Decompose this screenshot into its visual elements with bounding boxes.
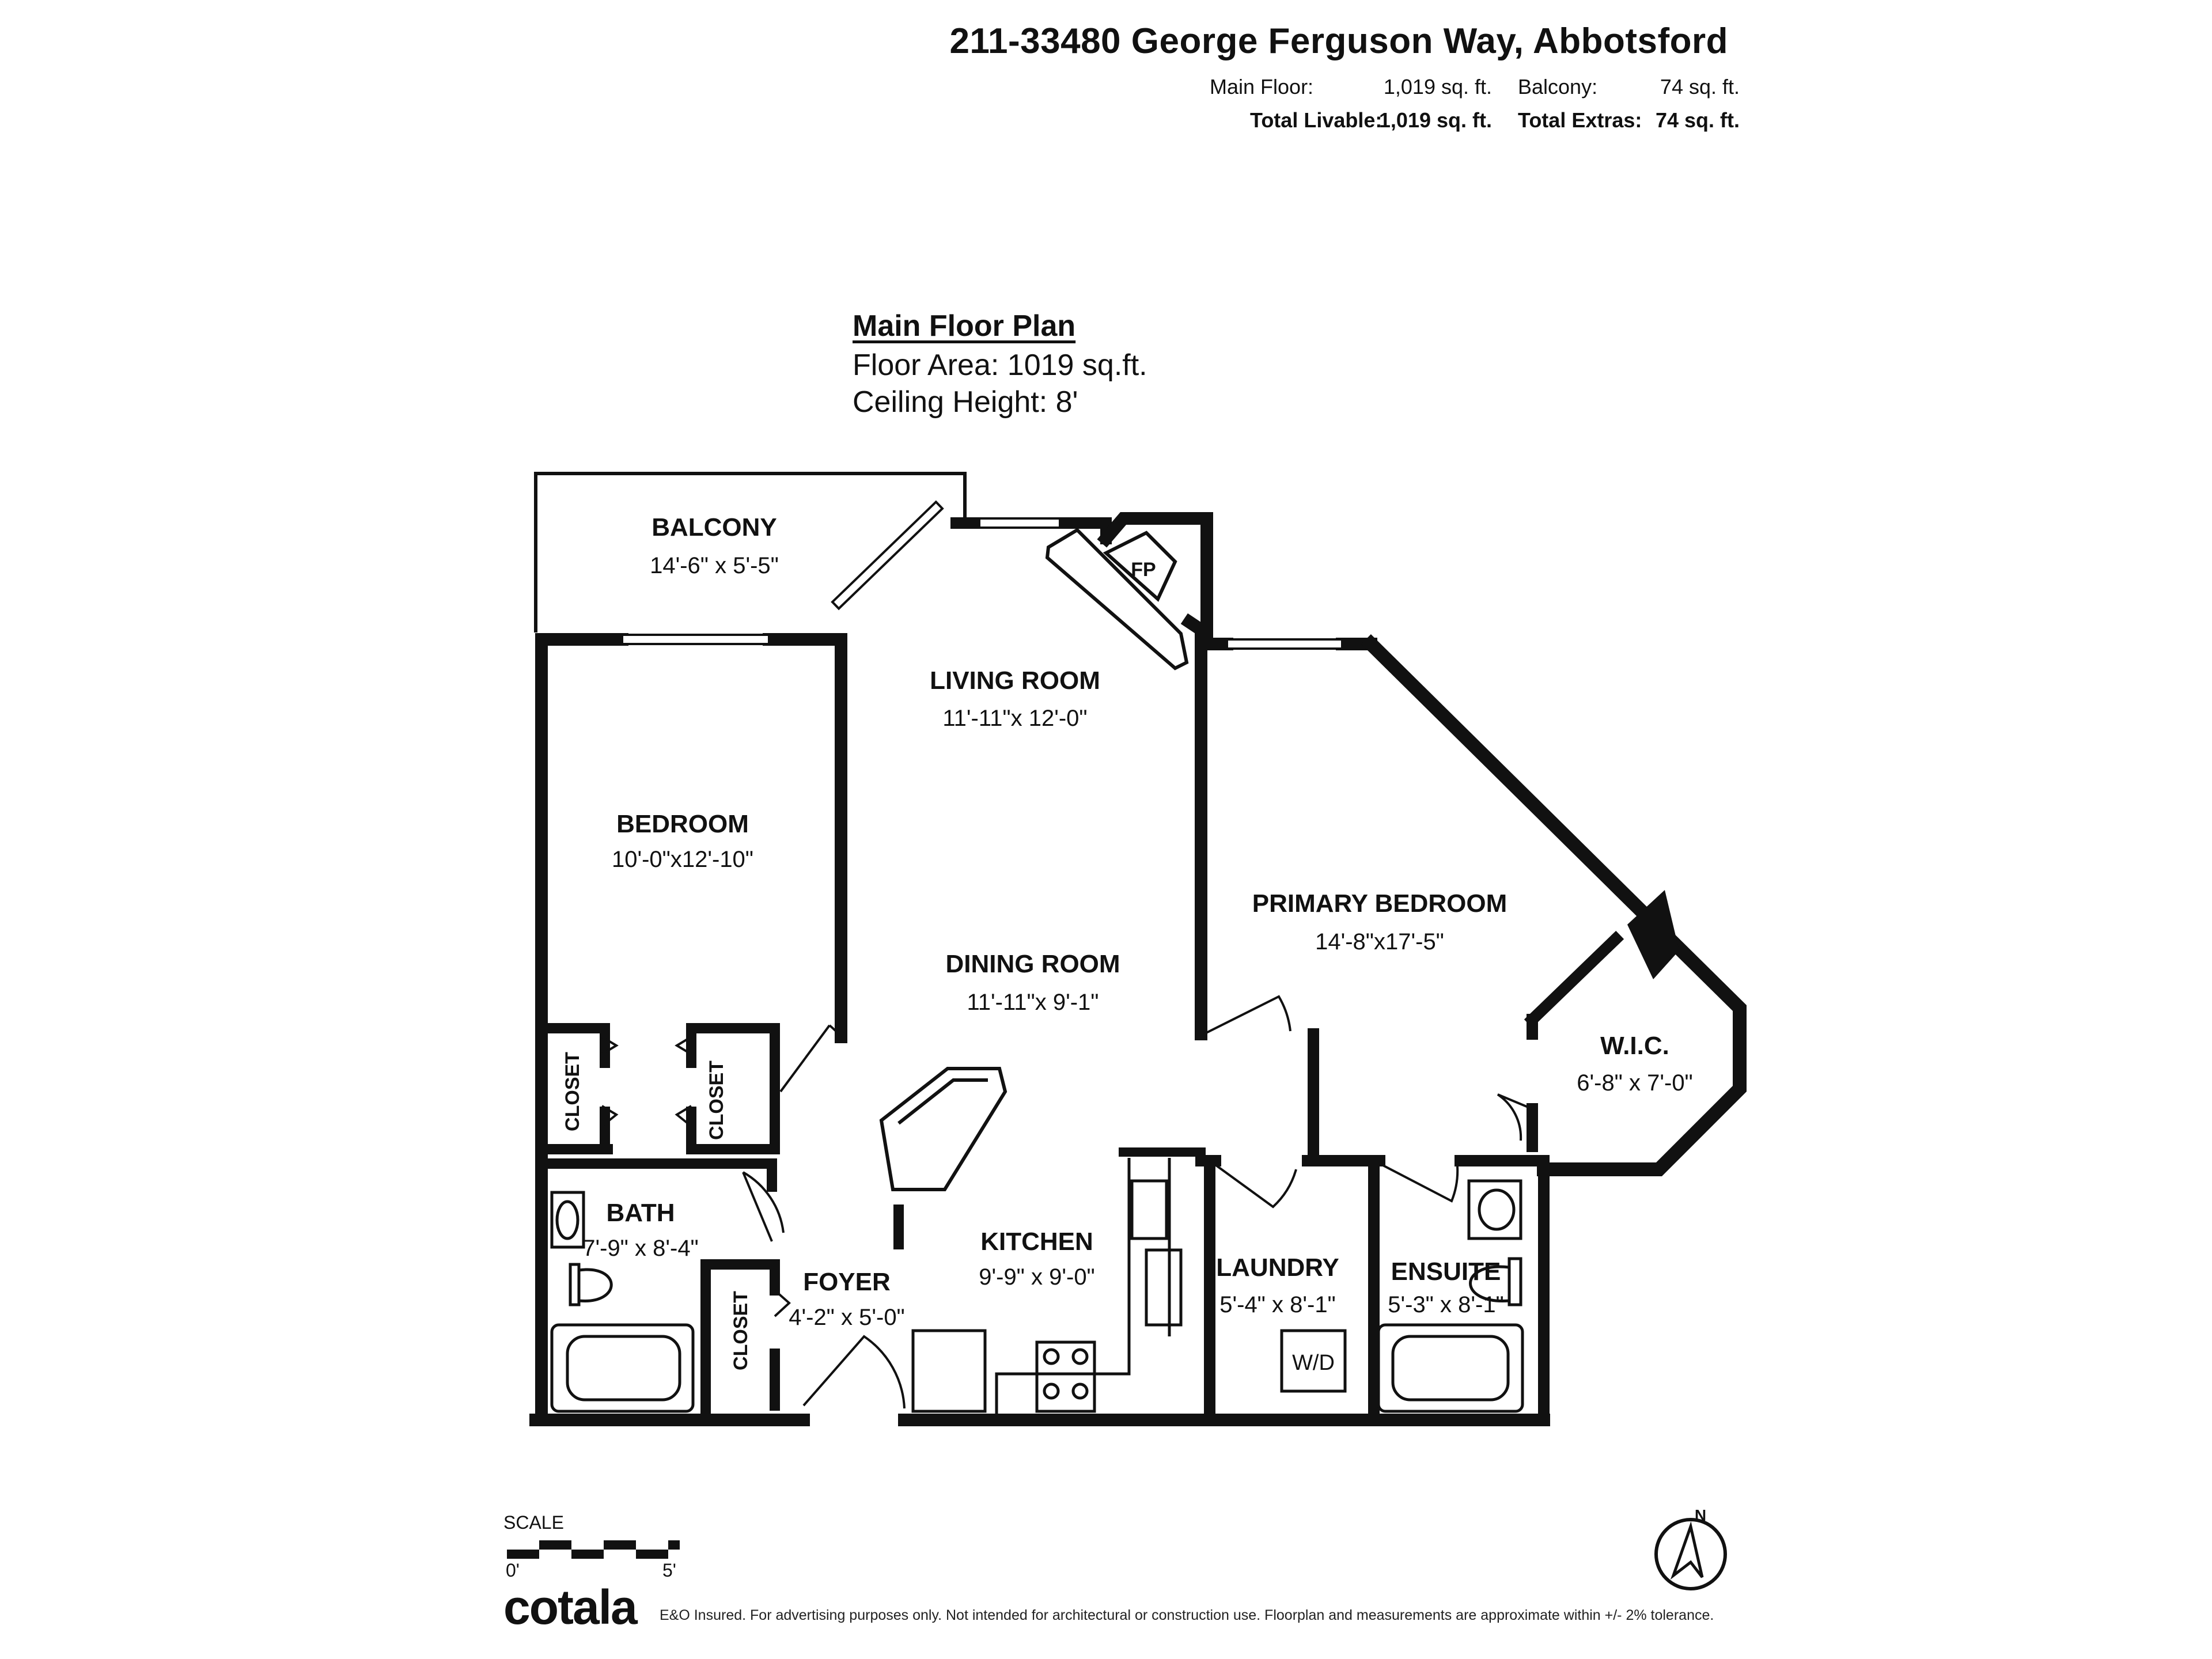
closet-label-1: CLOSET [562,1052,584,1131]
sliding-door-balcony [831,500,944,611]
total-extras-label: Total Extras: [1518,108,1642,132]
kitchen-counters [911,1158,1183,1417]
total-livable-value: 1,019 sq. ft. [1378,108,1492,132]
floor-area-text: Floor Area: 1019 sq.ft. [853,349,1147,382]
north-label: N [1695,1506,1706,1524]
wall-primary-bottom [1302,1155,1550,1426]
bath-name: BATH [607,1199,675,1227]
washer-dryer-label: W/D [1292,1351,1335,1375]
ensuite-name: ENSUITE [1391,1257,1501,1286]
ceiling-height-text: Ceiling Height: 8' [853,385,1078,419]
wall-foyer-closet [700,1259,780,1425]
north-arrow-icon [1654,1518,1727,1590]
brand-logo: cotala [503,1580,638,1634]
primary-bedroom-name: PRIMARY BEDROOM [1252,889,1507,918]
wall-primary-diagonal [1361,634,1747,1176]
wic-dim: 6'-8" x 7'-0" [1577,1070,1693,1096]
wall-wic-left [1524,930,1624,1152]
window-primary [1226,638,1343,650]
fireplace-label: FP [1131,559,1156,581]
washer-dryer-box [1280,1329,1347,1393]
balcony-area-label: Balcony: [1518,75,1598,99]
bedroom-dim: 10'-0"x12'-10" [612,847,753,872]
foyer-dim: 4'-2" x 5'-0" [789,1305,905,1330]
kitchen-island [879,1067,1007,1191]
window-living [978,517,1061,529]
balcony-outline [534,472,967,632]
main-floor-value: 1,019 sq. ft. [1383,75,1492,99]
laundry-dim: 5'-4" x 8'-1" [1219,1292,1336,1317]
fridge [911,1329,987,1413]
floor-plan-title: Main Floor Plan [853,309,1076,343]
dishwasher [1130,1179,1168,1240]
total-livable-label: Total Livable: [1250,108,1382,132]
window-bedroom [621,634,770,645]
ensuite-sink [1467,1179,1522,1240]
bathtub [550,1323,695,1413]
dining-room-dim: 11'-11"x 9'-1" [967,990,1099,1015]
scale-start: 0' [506,1560,520,1581]
living-room-name: LIVING ROOM [930,666,1100,695]
wall-fp-box [1097,512,1213,646]
bath-sink [550,1191,585,1249]
balcony-name: BALCONY [652,513,777,541]
fireplace [1045,528,1189,671]
toilet [569,1263,613,1306]
wall-bath [542,1158,777,1192]
scale-bar [507,1540,680,1559]
kitchen-dim: 9'-9" x 9'-0" [979,1264,1095,1290]
total-extras-value: 74 sq. ft. [1655,108,1740,132]
dining-room-name: DINING ROOM [945,950,1120,978]
wall-closets [542,1023,780,1154]
laundry-name: LAUNDRY [1216,1253,1339,1282]
disclaimer-text: E&O Insured. For advertising purposes on… [660,1607,1714,1623]
stove [1035,1340,1096,1413]
closet-label-2: CLOSET [706,1060,728,1140]
wall-laundry [1195,1028,1380,1426]
scale-title: SCALE [503,1512,564,1533]
scale-end: 5' [662,1560,676,1581]
kitchen-sink [1145,1248,1183,1327]
ensuite-dim: 5'-3" x 8'-1" [1388,1292,1504,1317]
bath-dim: 7'-9" x 8'-4" [582,1236,699,1261]
ensuite-toilet [1469,1257,1522,1306]
foyer-name: FOYER [803,1268,891,1296]
living-room-dim: 11'-11"x 12'-0" [942,706,1087,731]
ensuite-tub [1377,1323,1524,1413]
main-floor-label: Main Floor: [1210,75,1314,99]
balcony-dim: 14'-6" x 5'-5" [650,553,779,578]
wic-corner-fill [1627,890,1679,979]
door-swings [601,995,1533,1409]
primary-bedroom-dim: 14'-8"x17'-5" [1315,929,1444,955]
property-address: 211-33480 George Ferguson Way, Abbotsfor… [949,21,1728,61]
kitchen-name: KITCHEN [980,1228,1093,1256]
bedroom-name: BEDROOM [616,810,749,838]
closet-label-3: CLOSET [730,1291,752,1370]
balcony-area-value: 74 sq. ft. [1660,75,1740,99]
wic-name: W.I.C. [1600,1032,1669,1060]
